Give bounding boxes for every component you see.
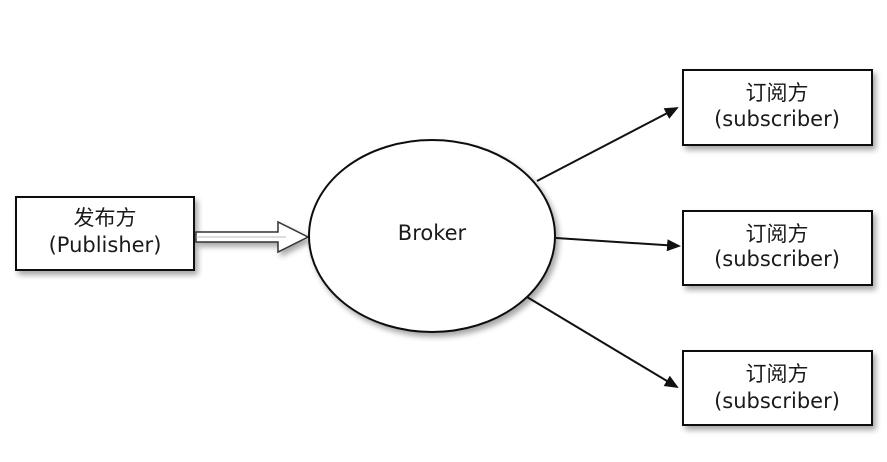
broker-label: Broker [398, 221, 467, 245]
subscriber-title: 订阅方 [746, 81, 809, 105]
arrow-to-subscriber-1 [536, 107, 679, 182]
publish-arrow [195, 220, 310, 254]
subscriber-subtitle: (subscriber) [714, 247, 840, 271]
subscriber-subtitle: (subscriber) [714, 389, 840, 413]
subscriber-title: 订阅方 [746, 222, 809, 246]
subscriber-title: 订阅方 [746, 362, 809, 386]
arrow-to-subscriber-2 [555, 237, 681, 252]
publisher-title: 发布方 [74, 206, 137, 230]
subscriber-subtitle: (subscriber) [714, 107, 840, 131]
arrow-to-subscriber-3 [526, 296, 679, 389]
publisher-subtitle: (Publisher) [49, 233, 162, 257]
subscriber-node-3: 订阅方 (subscriber) [682, 350, 873, 426]
publisher-node: 发布方 (Publisher) [15, 196, 195, 271]
subscriber-node-1: 订阅方 (subscriber) [682, 69, 873, 146]
subscriber-node-2: 订阅方 (subscriber) [682, 210, 873, 286]
broker-node: Broker [308, 139, 556, 333]
